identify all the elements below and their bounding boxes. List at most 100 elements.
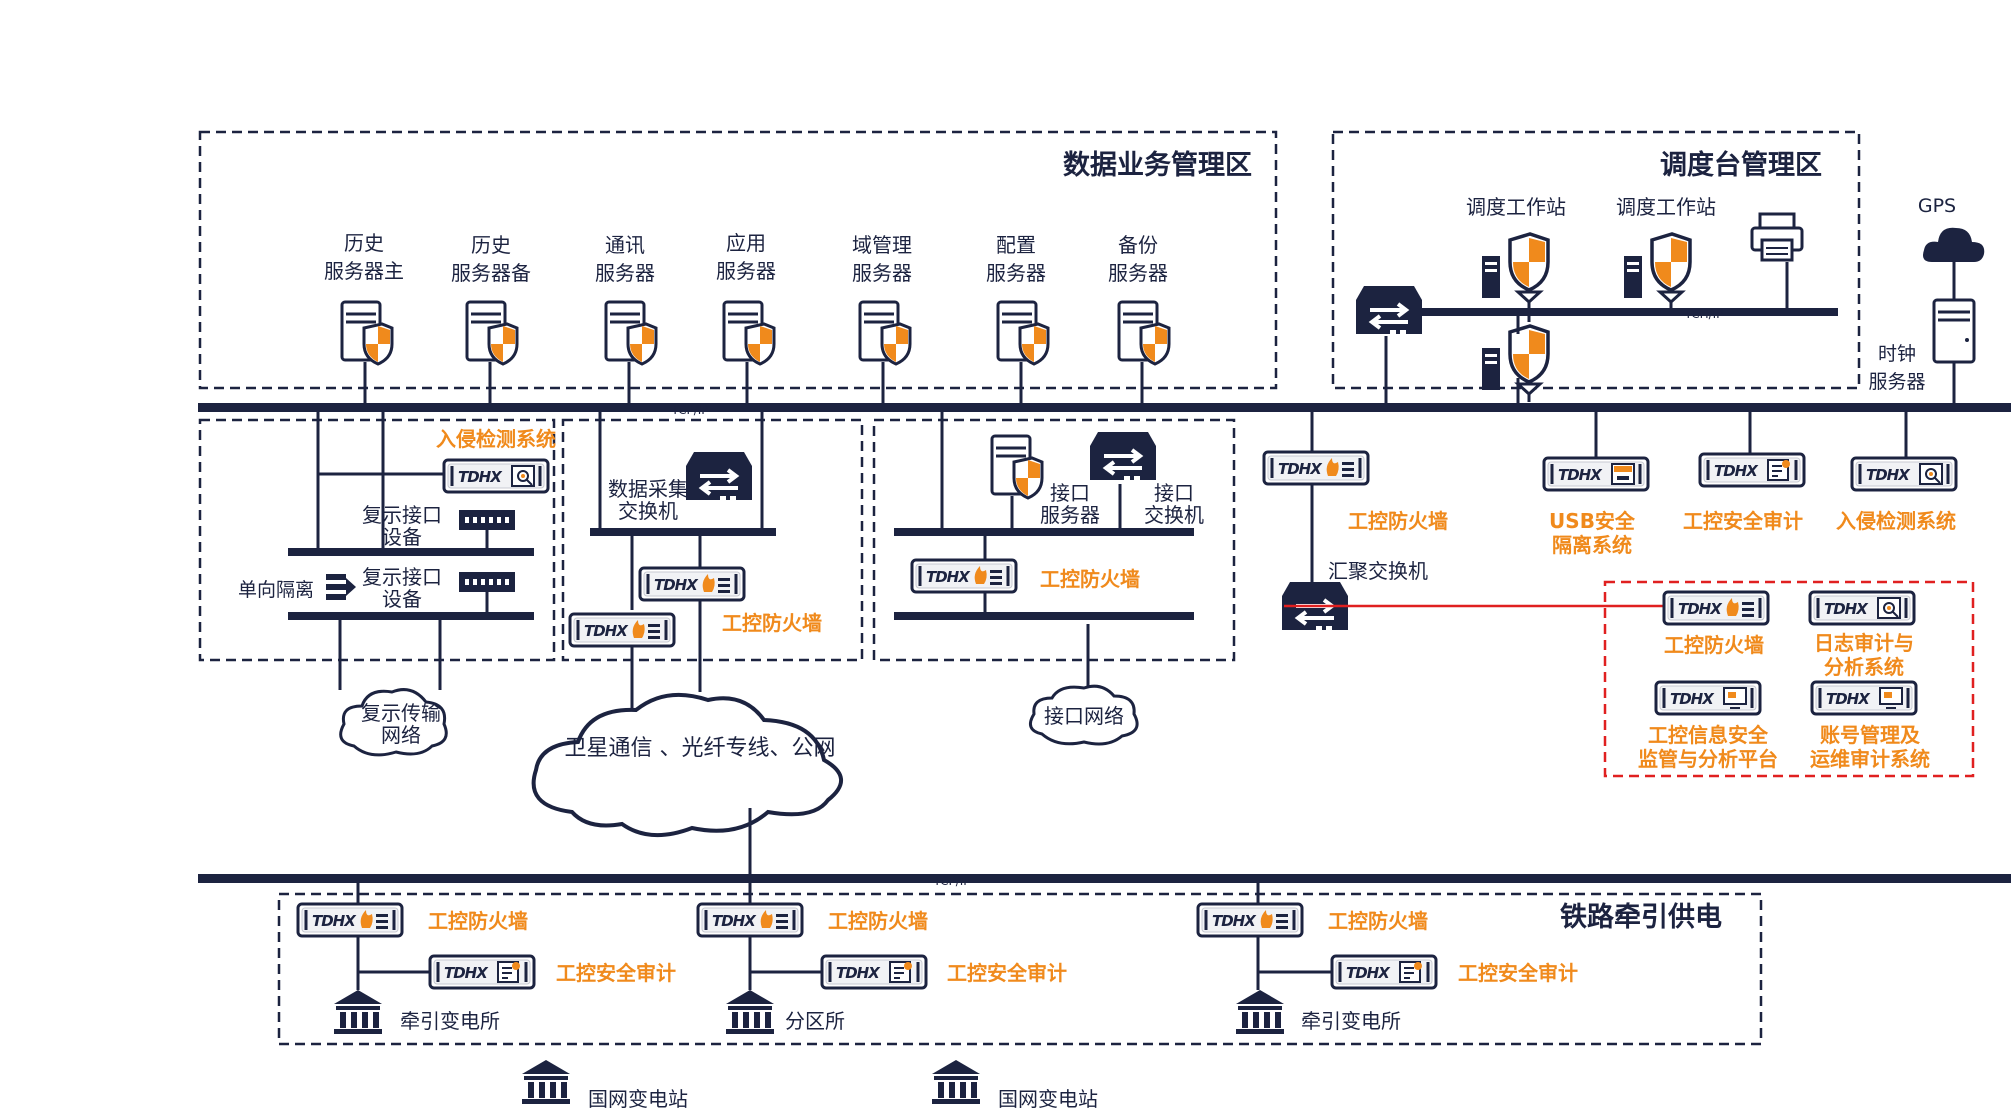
usb-isolation-appliance[interactable] bbox=[1542, 456, 1650, 492]
audit-appliance-right[interactable] bbox=[1698, 452, 1806, 488]
audit-site-2[interactable] bbox=[820, 954, 928, 990]
replay-network-cloud bbox=[339, 688, 448, 757]
substation-building-icon bbox=[334, 990, 382, 1034]
grid-substation-icon bbox=[932, 1060, 980, 1104]
switch-label: 数据采集 bbox=[608, 477, 688, 501]
interface-network-cloud bbox=[1028, 684, 1139, 746]
server-history-backup[interactable] bbox=[465, 300, 519, 366]
iface-bus-2 bbox=[894, 612, 1194, 620]
log-label: 分析系统 bbox=[1824, 655, 1904, 679]
ids-appliance-left[interactable] bbox=[442, 458, 550, 494]
firewall-site-2[interactable] bbox=[696, 902, 804, 938]
account-mgmt-appliance[interactable] bbox=[1810, 680, 1918, 716]
server-backup[interactable] bbox=[1117, 300, 1171, 366]
usb-label: USB安全 bbox=[1549, 509, 1636, 533]
server-label: 历史 bbox=[344, 231, 384, 255]
printer-icon[interactable] bbox=[1750, 212, 1804, 262]
railway-site-3: 工控防火墙 工控安全审计 牵引变电所 bbox=[1196, 902, 1578, 1034]
dispatch-workstation-3[interactable] bbox=[1480, 324, 1550, 404]
network-label: 复示传输 bbox=[361, 701, 441, 725]
usb-label: 隔离系统 bbox=[1552, 533, 1632, 557]
server-domain[interactable] bbox=[858, 300, 912, 366]
server-label: 域管理 bbox=[852, 233, 912, 257]
firewall-site-3[interactable] bbox=[1196, 902, 1304, 938]
log-label: 日志审计与 bbox=[1814, 631, 1914, 655]
firewall-label-site: 工控防火墙 bbox=[1328, 909, 1428, 933]
firewall-label-right: 工控防火墙 bbox=[1348, 509, 1448, 533]
dispatch-bus-label: TCH/IP bbox=[1684, 307, 1724, 321]
dispatch-workstation-1[interactable] bbox=[1480, 232, 1550, 312]
iface-label: 接口 bbox=[1154, 481, 1194, 505]
dispatch-bus bbox=[1358, 308, 1838, 316]
substation-building-icon bbox=[1236, 990, 1284, 1034]
server-label: 服务器 bbox=[986, 261, 1046, 285]
main-bus bbox=[198, 403, 2011, 412]
replay-device-2[interactable] bbox=[459, 572, 515, 592]
audit-label-right: 工控安全审计 bbox=[1683, 509, 1803, 533]
cloud-label: 卫星通信 、光纤专线、公网 bbox=[565, 736, 836, 761]
replay-device-1[interactable] bbox=[459, 510, 515, 530]
clock-label: 时钟 bbox=[1878, 343, 1916, 365]
audit-label-site: 工控安全审计 bbox=[947, 961, 1067, 985]
ids-label-left: 入侵检测系统 bbox=[436, 427, 556, 451]
iface-subzone bbox=[872, 418, 1236, 662]
security-mgmt-zone bbox=[1603, 580, 1975, 778]
account-label: 账号管理及 bbox=[1820, 723, 1921, 747]
grid-label: 国网变电站 bbox=[998, 1087, 1098, 1109]
mid-bus bbox=[590, 528, 776, 536]
server-label: 服务器 bbox=[852, 261, 912, 285]
interface-switch[interactable] bbox=[1088, 430, 1158, 484]
agg-switch-label: 汇聚交换机 bbox=[1328, 559, 1428, 583]
iface-label: 服务器 bbox=[1040, 503, 1100, 527]
iface-label: 交换机 bbox=[1144, 503, 1204, 527]
firewall-red[interactable] bbox=[1662, 590, 1770, 626]
grid-substation-icon bbox=[522, 1060, 570, 1104]
grid-label: 国网变电站 bbox=[588, 1087, 688, 1109]
firewall-label-red: 工控防火墙 bbox=[1664, 633, 1764, 657]
firewall-site-1[interactable] bbox=[296, 902, 404, 938]
server-label: 通讯 bbox=[605, 233, 645, 257]
network-label: 接口网络 bbox=[1044, 704, 1124, 728]
interface-server[interactable] bbox=[990, 434, 1044, 500]
firewall-label-iface: 工控防火墙 bbox=[1040, 567, 1140, 591]
audit-label-site: 工控安全审计 bbox=[1458, 961, 1578, 985]
left-bus-1 bbox=[288, 548, 534, 556]
server-label: 备份 bbox=[1118, 233, 1158, 257]
server-history-main[interactable] bbox=[340, 300, 394, 366]
audit-site-1[interactable] bbox=[428, 954, 536, 990]
gps-cloud-icon bbox=[1923, 227, 1985, 262]
site-label: 牵引变电所 bbox=[1301, 1009, 1401, 1033]
server-config[interactable] bbox=[996, 300, 1050, 366]
dispatch-zone bbox=[1331, 130, 1861, 390]
data-collection-switch[interactable] bbox=[684, 450, 754, 504]
server-app[interactable] bbox=[722, 300, 776, 366]
server-comm[interactable] bbox=[604, 300, 658, 366]
server-label: 服务器主 bbox=[324, 259, 404, 283]
audit-site-3[interactable] bbox=[1330, 954, 1438, 990]
one-way-isolation-icon bbox=[326, 574, 356, 600]
monitor-label: 监管与分析平台 bbox=[1638, 747, 1778, 771]
device-label: 设备 bbox=[382, 525, 422, 549]
ids-appliance-right[interactable] bbox=[1850, 456, 1958, 492]
firewall-right[interactable] bbox=[1262, 450, 1370, 486]
firewall-label-site: 工控防火墙 bbox=[428, 909, 528, 933]
firewall-label-mid: 工控防火墙 bbox=[722, 611, 822, 635]
railway-site-1: 工控防火墙 工控安全审计 牵引变电所 bbox=[296, 902, 676, 1034]
firewall-mid-2[interactable] bbox=[568, 612, 676, 648]
monitor-platform-appliance[interactable] bbox=[1654, 680, 1762, 716]
clock-server[interactable] bbox=[1932, 298, 1976, 364]
log-audit-appliance[interactable] bbox=[1808, 590, 1916, 626]
railway-site-2: 工控防火墙 工控安全审计 分区所 bbox=[696, 902, 1067, 1034]
dispatch-switch[interactable] bbox=[1354, 284, 1424, 338]
firewall-iface[interactable] bbox=[910, 558, 1018, 594]
dispatch-workstation-2[interactable] bbox=[1622, 232, 1692, 312]
mid-subzone bbox=[561, 418, 864, 662]
left-subzone bbox=[198, 418, 556, 662]
switch-label: 交换机 bbox=[618, 499, 678, 523]
ids-label-right: 入侵检测系统 bbox=[1836, 509, 1956, 533]
zone-title-railway: 铁路牵引供电 bbox=[1560, 901, 1722, 933]
workstation-label: 调度工作站 bbox=[1466, 195, 1566, 219]
firewall-mid-1[interactable] bbox=[638, 566, 746, 602]
railway-zone bbox=[277, 892, 1763, 1046]
